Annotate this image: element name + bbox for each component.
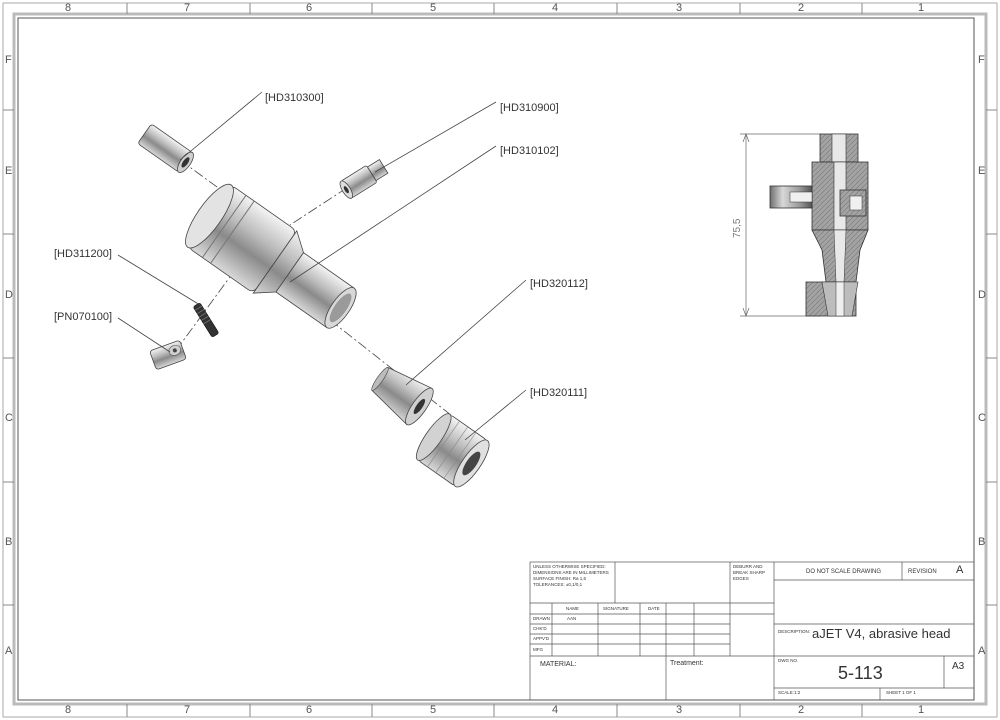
sheet-number: SHEET 1 OF 1 [886,690,916,695]
callout-hd320111: [HD320111] [530,387,588,399]
general-note: DIMENSIONS ARE IN MILLIMETERS [533,570,609,575]
section-view [740,133,869,317]
title-block [529,561,975,701]
callout-hd311200: [HD311200] [54,248,112,260]
row-label: C [5,412,13,424]
column-label: 1 [918,2,925,14]
column-label: 5 [430,2,437,14]
treatment-label: Treatment: [670,660,704,667]
general-note: UNLESS OTHERWISE SPECIFIED: [533,564,606,569]
column-label: 4 [552,2,559,14]
part-pn070100 [149,340,187,370]
revision-label: REVISION [908,569,937,575]
part-hd311200 [193,303,219,337]
column-label: 5 [430,704,437,716]
row-label: D [978,289,986,301]
grid-row-label: CHK'D [533,626,547,631]
grid-row-label: APPV'D [533,636,550,641]
grid-header: DATE [648,606,660,611]
do-not-scale-note: DO NOT SCALE DRAWING [806,569,882,575]
scale-label: SCALE:1:2 [778,690,801,695]
general-note: TOLERANCES: ±0,1/0,1 [533,582,583,587]
grid-header: SIGNATURE [603,606,629,611]
sheet-size: A3 [952,661,965,672]
grid-row-label: DRAWN [533,616,550,621]
row-label: F [5,54,12,66]
part-hd310900 [339,159,389,199]
exploded-view [117,91,527,488]
column-label: 3 [676,704,683,716]
row-label: A [5,645,13,657]
dimension-height: 75,5 [732,218,743,238]
row-label: D [5,289,13,301]
inner-border [12,12,988,706]
material-label: MATERIAL: [540,661,577,668]
column-label: 6 [306,2,313,14]
grid-header: NAME [566,606,580,611]
row-label: E [5,165,13,177]
drawing-frame [17,17,975,701]
column-label: 7 [184,704,191,716]
callout-pn070100: [PN070100] [54,311,113,323]
callout-hd310300: [HD310300] [265,92,324,104]
part-hd320112 [371,366,434,426]
drawn-by-name: AAN [567,616,577,621]
deburr-note: DEBURR AND [733,564,763,569]
column-label: 2 [798,704,805,716]
column-label: 1 [918,704,925,716]
column-label: 6 [306,704,313,716]
column-ticks [3,3,997,717]
drawing-number: 5-113 [838,663,883,683]
deburr-note: EDGES [733,576,749,581]
revision-value: A [956,564,964,576]
dwg-no-label: DWG NO. [778,658,799,663]
column-label: 4 [552,704,559,716]
description-label: DESCRIPTION: [778,629,811,634]
row-label: B [978,536,986,548]
row-label: C [978,412,986,424]
column-label: 2 [798,2,805,14]
column-label: 3 [676,2,683,14]
column-label: 7 [184,2,191,14]
part-hd320111 [415,413,490,488]
general-note: SURFACE FINISH: Ra 1,6 [533,576,587,581]
deburr-note: BREAK SHARP [733,570,766,575]
callout-hd310102: [HD310102] [500,145,559,157]
column-label: 8 [65,2,72,14]
column-label: 8 [65,704,72,716]
callout-hd320112: [HD320112] [530,278,588,290]
row-label: E [978,165,986,177]
grid-row-label: MFG [533,647,543,652]
part-hd310300 [138,124,194,173]
callout-hd310900: [HD310900] [500,102,559,114]
row-label: A [978,645,986,657]
row-label: F [978,54,985,66]
row-label: B [5,536,13,548]
drawing-description: aJET V4, abrasive head [812,626,951,641]
part-hd310102 [185,183,357,329]
